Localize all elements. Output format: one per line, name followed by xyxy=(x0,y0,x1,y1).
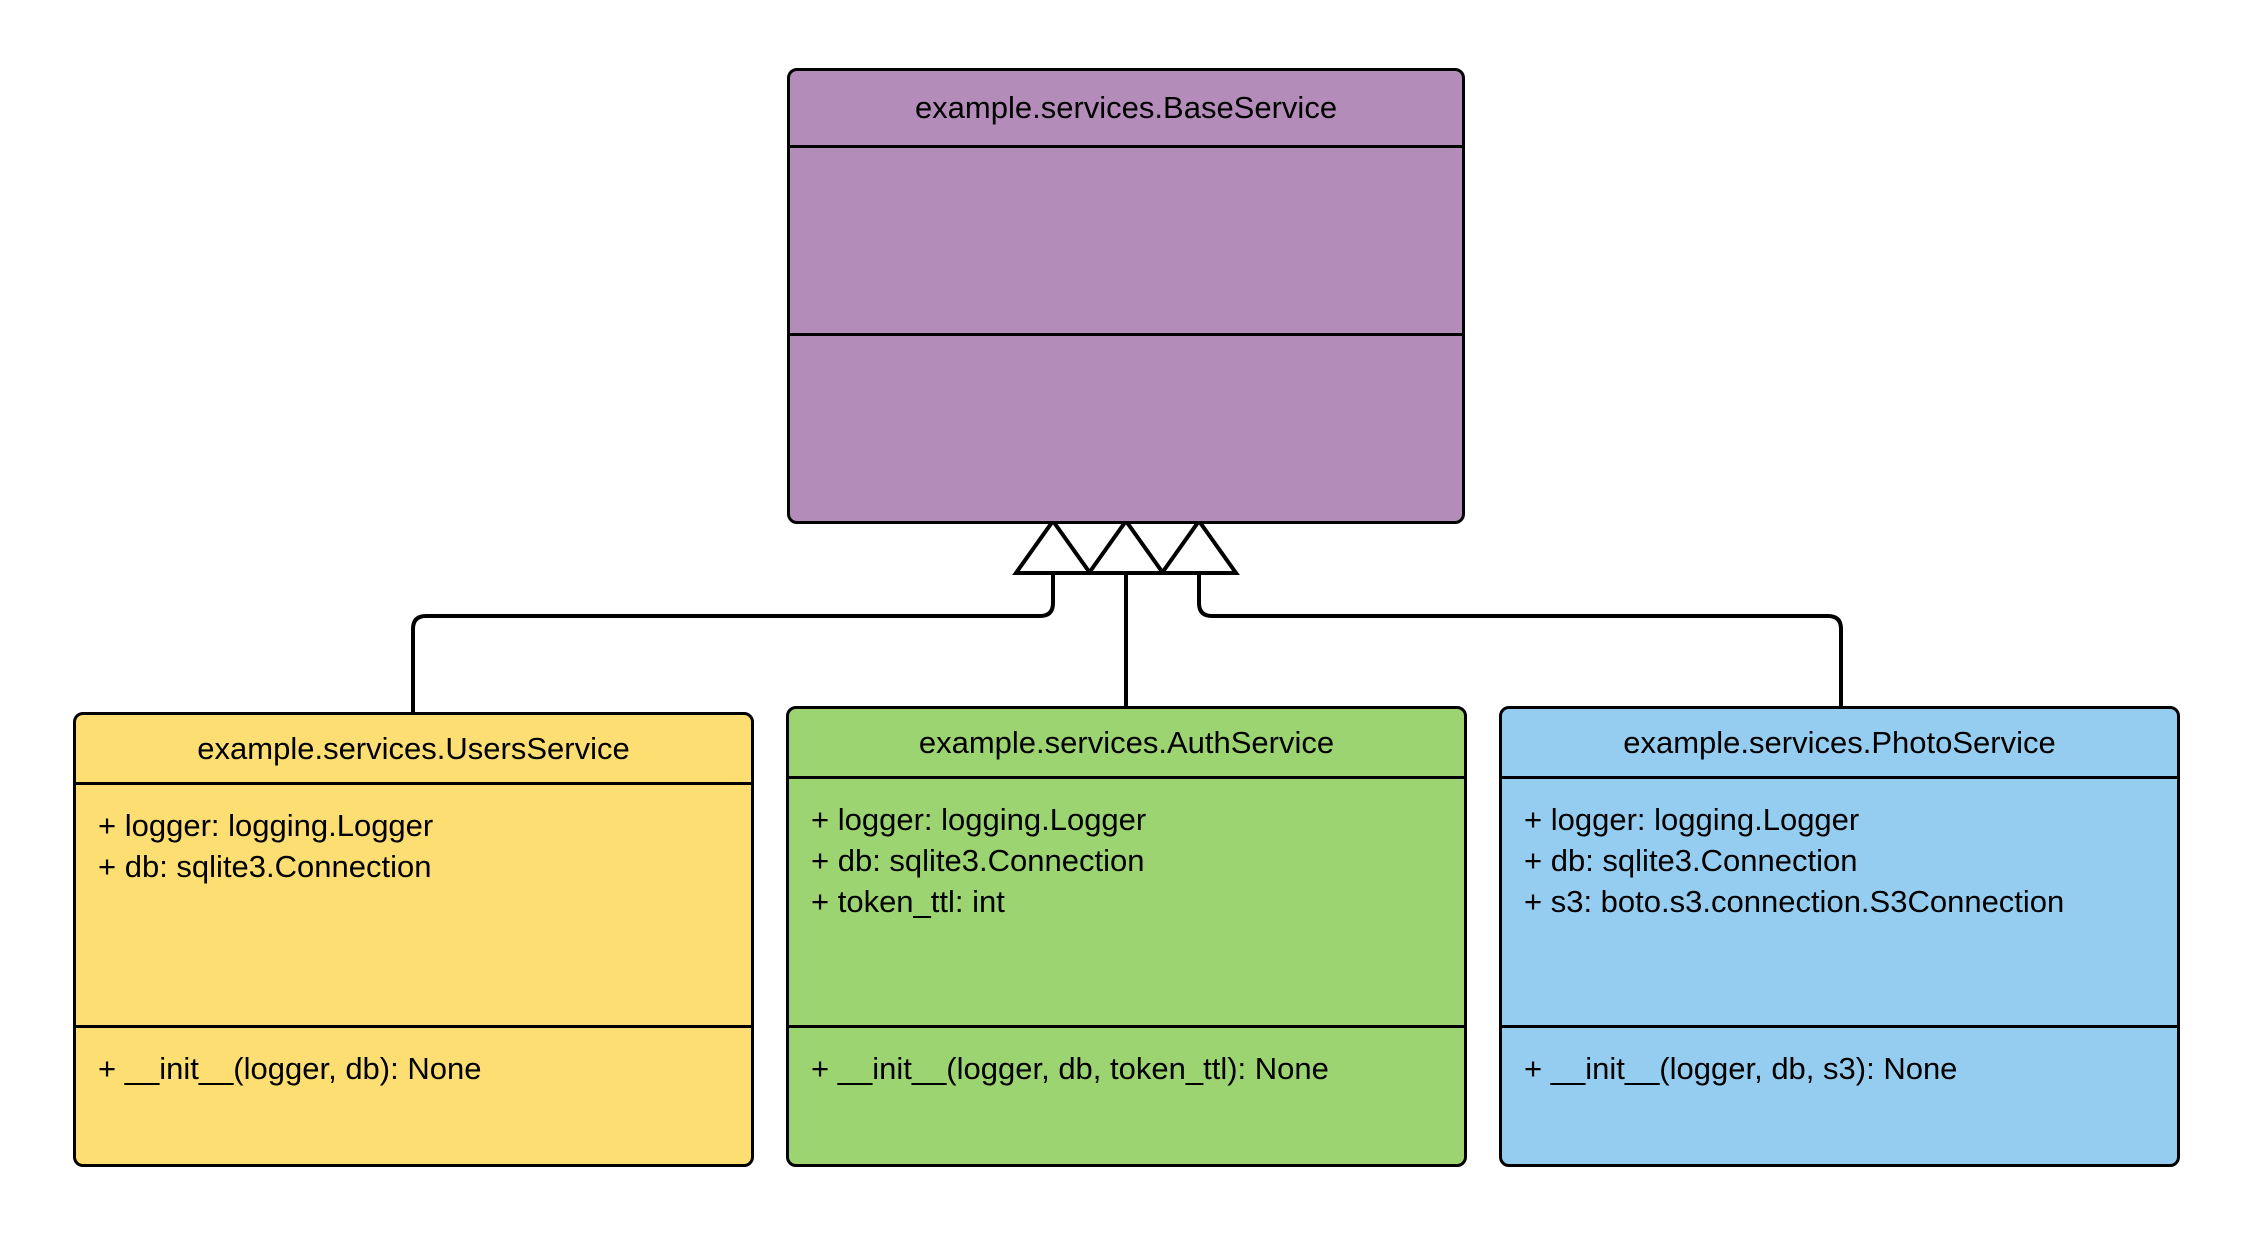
method-row: + __init__(logger, db, token_ttl): None xyxy=(811,1051,1329,1086)
class-attributes-photo-service: + logger: logging.Logger + db: sqlite3.C… xyxy=(1502,776,2177,1025)
class-attributes-users-service: + logger: logging.Logger + db: sqlite3.C… xyxy=(76,782,751,1025)
class-attributes-auth-service: + logger: logging.Logger + db: sqlite3.C… xyxy=(789,776,1464,1025)
inheritance-arrowhead-auth-service xyxy=(1085,517,1167,575)
class-box-photo-service[interactable]: example.services.PhotoService + logger: … xyxy=(1499,706,2180,1167)
class-name-photo-service: example.services.PhotoService xyxy=(1623,724,2056,760)
attribute-row: + logger: logging.Logger xyxy=(98,808,434,843)
attribute-row: + logger: logging.Logger xyxy=(811,802,1147,837)
generalization-edge-photo-service xyxy=(1197,572,1843,718)
attribute-row: + db: sqlite3.Connection xyxy=(98,849,432,885)
class-name-base-service: example.services.BaseService xyxy=(914,90,1338,126)
class-box-base-service[interactable]: example.services.BaseService xyxy=(787,68,1465,524)
class-name-auth-service: example.services.AuthService xyxy=(918,724,1335,760)
attribute-row: + db: sqlite3.Connection xyxy=(1524,843,1858,879)
attribute-row: + logger: logging.Logger xyxy=(1524,802,1860,837)
method-row: + __init__(logger, db, s3): None xyxy=(1524,1051,1958,1086)
class-name-users-service: example.services.UsersService xyxy=(197,730,630,766)
class-methods-users-service: + __init__(logger, db): None xyxy=(76,1025,751,1164)
class-box-users-service[interactable]: example.services.UsersService + logger: … xyxy=(73,712,754,1167)
class-methods-photo-service: + __init__(logger, db, s3): None xyxy=(1502,1025,2177,1164)
class-methods-base-service xyxy=(790,333,1462,521)
class-box-auth-service[interactable]: example.services.AuthService + logger: l… xyxy=(786,706,1467,1167)
class-attributes-base-service xyxy=(790,145,1462,333)
attribute-row: + s3: boto.s3.connection.S3Connection xyxy=(1524,884,2065,920)
attribute-row: + db: sqlite3.Connection xyxy=(811,843,1145,879)
inheritance-arrowhead-users-service xyxy=(1012,517,1094,575)
method-row: + __init__(logger, db): None xyxy=(98,1051,482,1086)
attribute-row: + token_ttl: int xyxy=(811,884,1005,920)
class-methods-auth-service: + __init__(logger, db, token_ttl): None xyxy=(789,1025,1464,1164)
generalization-edge-users-service xyxy=(411,572,1055,718)
inheritance-arrowhead-photo-service xyxy=(1158,517,1240,575)
